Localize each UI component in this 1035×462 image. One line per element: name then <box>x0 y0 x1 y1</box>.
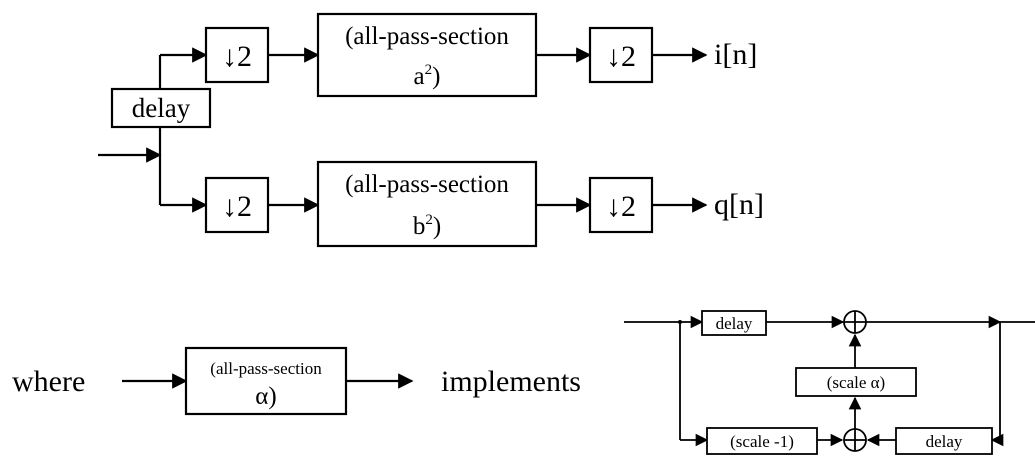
allpass-b-box <box>316 160 538 248</box>
downsample-box-lower-2 <box>588 176 654 234</box>
allpass-a-line2: a2) <box>414 62 441 90</box>
downsample-label-lower-2: ↓2 <box>606 190 636 223</box>
scale-alpha-label: (scale α) <box>827 373 885 392</box>
top-diagram: delay ↓2 (all-pass-section a2) ↓2 i[n] ↓… <box>98 12 764 248</box>
impl-junction-left <box>678 320 682 324</box>
impl-delay-bottom-label: delay <box>926 432 963 451</box>
output-q-label: q[n] <box>714 188 764 221</box>
downsample-box-upper-1 <box>204 26 270 84</box>
delay-box <box>110 87 212 129</box>
downsample-label-upper-2: ↓2 <box>606 40 636 73</box>
allpass-b-line2: b2) <box>413 212 441 240</box>
impl-delay-top-box <box>701 310 767 336</box>
impl-delay-top-label: delay <box>716 314 753 333</box>
allpass-a-box <box>316 12 538 98</box>
downsample-label-lower-1: ↓2 <box>222 190 252 223</box>
allpass-implementation: delay (scale α) (scale -1) delay <box>624 310 1035 455</box>
scale-alpha-box <box>795 367 917 397</box>
downsample-box-upper-2 <box>588 26 654 84</box>
definition-row: where (all-pass-section α) implements <box>12 346 581 416</box>
allpass-b-line1: (all-pass-section <box>345 171 509 198</box>
scale-neg1-box <box>706 427 818 455</box>
scale-neg1-label: (scale -1) <box>730 432 794 451</box>
allpass-alpha-line1: (all-pass-section <box>210 359 322 378</box>
allpass-a-line1: (all-pass-section <box>345 23 509 50</box>
downsample-label-upper-1: ↓2 <box>222 40 252 73</box>
impl-delay-bottom-box <box>895 427 993 455</box>
implements-label: implements <box>441 365 581 398</box>
output-i-label: i[n] <box>714 38 757 71</box>
allpass-alpha-box <box>184 346 348 416</box>
allpass-alpha-line2: α) <box>255 383 276 410</box>
delay-label: delay <box>132 93 191 123</box>
where-label: where <box>12 365 85 398</box>
